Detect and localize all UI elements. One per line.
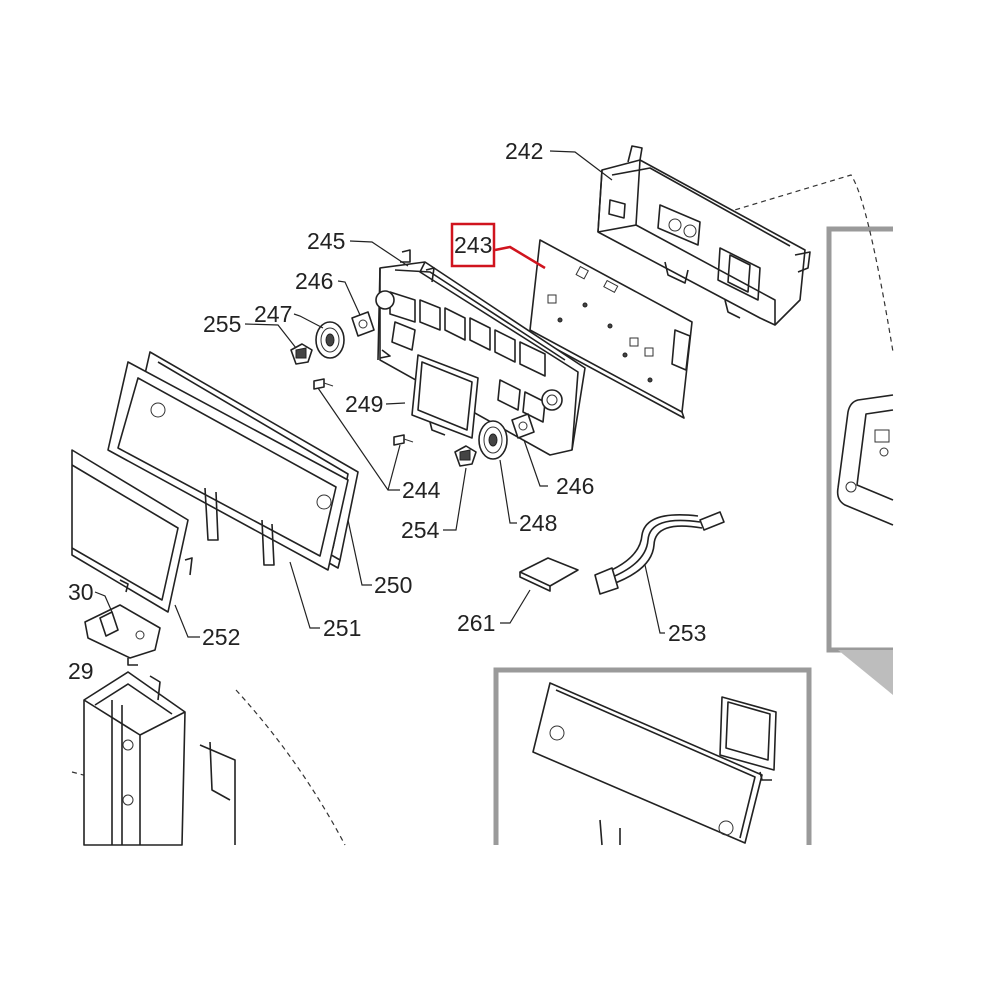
part-244-screws (313, 378, 414, 446)
label-251: 251 (323, 615, 361, 641)
label-30-partial: 30 (68, 579, 94, 605)
part-labels: 242 243 245 246 247 255 249 244 246 254 … (68, 138, 706, 684)
label-248: 248 (519, 510, 557, 536)
label-247: 247 (254, 301, 292, 327)
label-250: 250 (374, 572, 412, 598)
label-243: 243 (454, 232, 492, 258)
label-29-partial: 29 (68, 658, 94, 684)
part-251-panel-glass (107, 361, 349, 571)
part-230-latch (84, 604, 161, 666)
part-246-clip-upper (351, 311, 375, 337)
part-249-display (411, 354, 479, 439)
highlight-243 (450, 222, 546, 270)
part-254-knob-cap (454, 445, 477, 467)
label-261: 261 (457, 610, 495, 636)
part-255-knob-cap (290, 343, 313, 365)
bottom-inset-frame (493, 667, 812, 846)
label-246-upper: 246 (295, 268, 333, 294)
part-252-lower-panel (71, 449, 193, 613)
part-242-rear-bracket (597, 145, 811, 326)
part-247-rotary-knob (315, 321, 345, 359)
label-242: 242 (505, 138, 543, 164)
label-255: 255 (203, 311, 241, 337)
label-254: 254 (401, 517, 440, 543)
label-249: 249 (345, 391, 383, 417)
label-253: 253 (668, 620, 706, 646)
label-252: 252 (202, 624, 240, 650)
part-261-module (519, 557, 579, 592)
label-244: 244 (402, 477, 441, 503)
part-245-housing-frame (375, 249, 586, 456)
label-leaders (94, 150, 665, 638)
label-245: 245 (307, 228, 345, 254)
part-253-ribbon-cable (594, 511, 725, 595)
part-243-pcb-board (529, 239, 693, 419)
part-246-clip-lower (511, 413, 535, 439)
part-229-housing (83, 671, 236, 846)
part-248-rotary-knob (478, 420, 508, 460)
label-246-lower: 246 (556, 473, 594, 499)
right-frame (826, 226, 894, 695)
